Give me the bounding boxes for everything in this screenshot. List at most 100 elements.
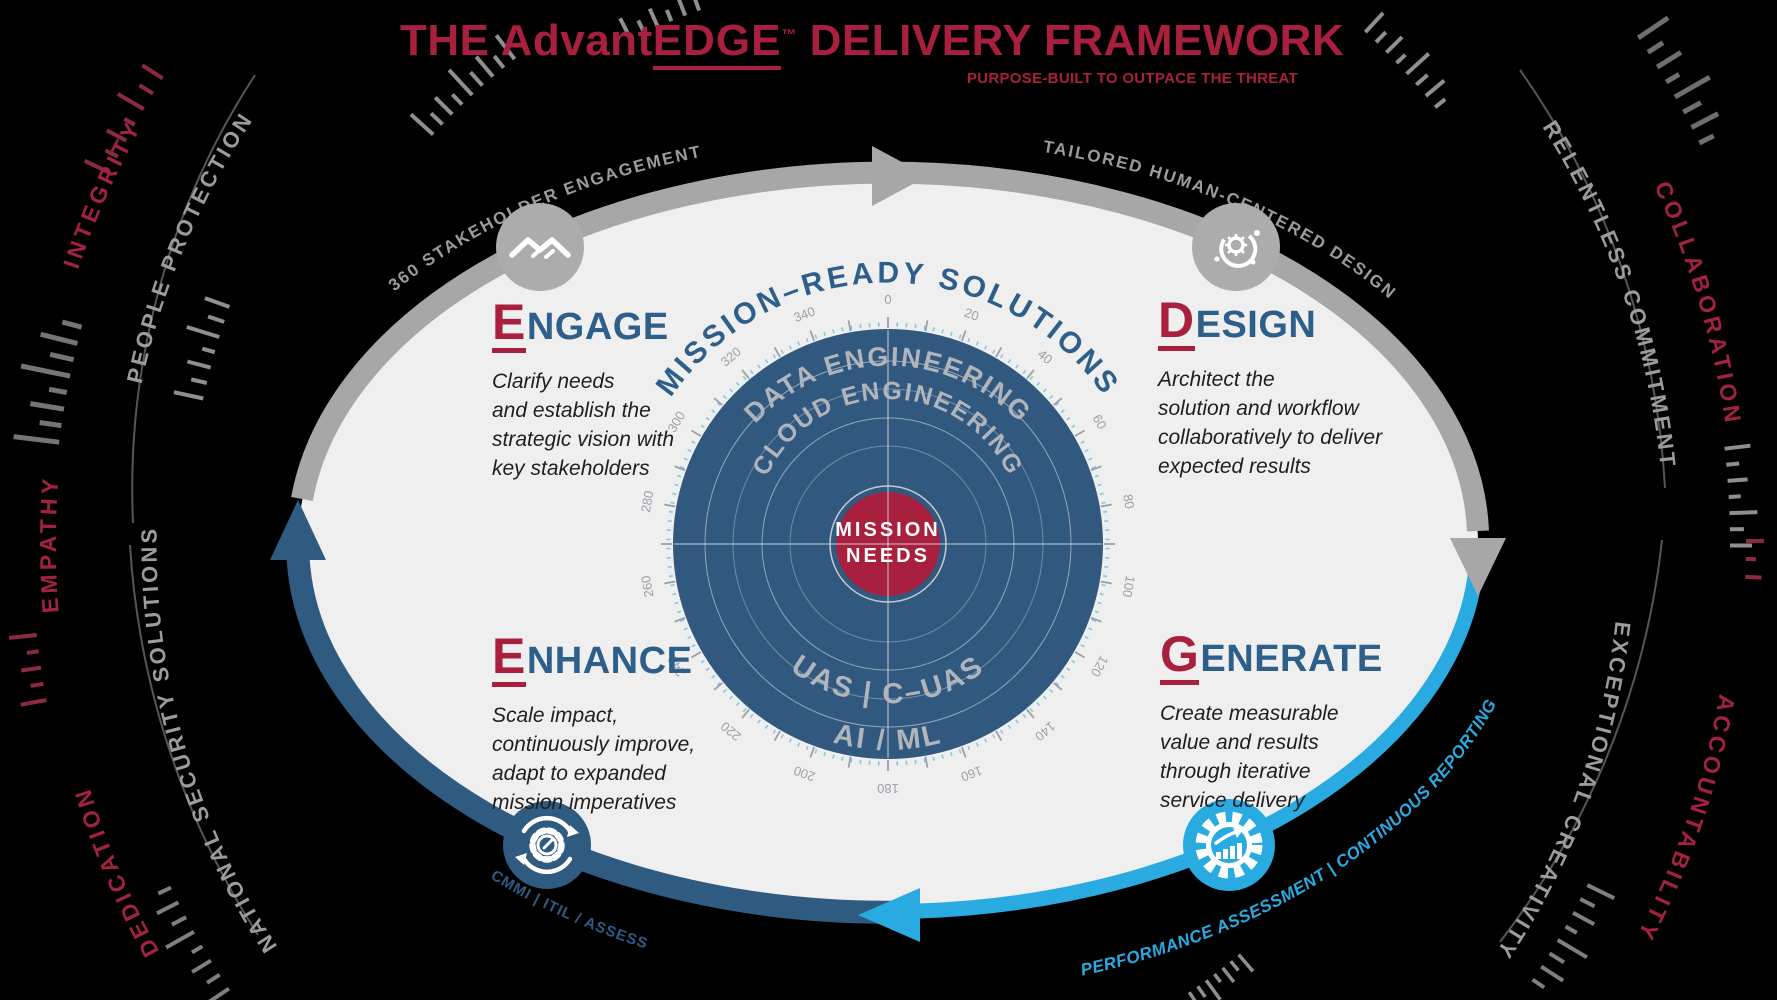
compass-minor-tick — [1084, 635, 1089, 640]
compass-minor-tick — [780, 349, 784, 354]
compass-major-tick — [1026, 369, 1035, 380]
compass-minor-tick — [716, 402, 721, 407]
compass-minor-tick — [814, 749, 818, 754]
compass-tick-ring — [661, 317, 1115, 771]
compass-minor-tick — [687, 635, 692, 640]
compass-major-tick — [664, 503, 676, 508]
compass-minor-tick — [958, 749, 962, 754]
value-empathy: EMPATHY — [35, 474, 64, 614]
handshake-icon — [496, 203, 584, 291]
compass-minor-tick — [729, 388, 734, 393]
compass-minor-tick — [1022, 369, 1027, 375]
arc-enhance — [286, 556, 910, 924]
tagline: PURPOSE-BUILT TO OUTPACE THE THREAT — [966, 70, 1298, 87]
mission-needs-label: MISSION NEEDS — [800, 517, 976, 569]
barcode-tick — [8, 633, 38, 640]
barcode-tick — [447, 68, 474, 97]
value-people-protection: PEOPLE PROTECTION — [122, 107, 258, 385]
barcode-tick — [1374, 30, 1388, 44]
thin-arc-right-upper — [1519, 69, 1666, 489]
compass-minor-tick — [683, 457, 688, 461]
compass-major-tick — [690, 429, 702, 437]
compass-minor-tick — [729, 695, 734, 700]
barcode-tick — [1196, 985, 1207, 999]
design-initial: D — [1158, 295, 1195, 351]
compass-major-tick — [961, 746, 967, 758]
barcode-tick — [190, 944, 204, 955]
arrow-bottom-icon — [858, 888, 920, 942]
compass-minor-tick — [1091, 466, 1096, 469]
human-centered-design-icon — [1192, 203, 1280, 291]
compass-minor-tick — [670, 584, 675, 587]
engage-initial: E — [492, 297, 526, 353]
compass-degree-label: 200 — [792, 763, 818, 785]
compass-minor-tick — [670, 501, 675, 504]
barcode-tick — [20, 665, 42, 673]
compass-minor-tick — [1049, 688, 1054, 693]
compass-minor-tick — [805, 337, 809, 343]
compass-minor-tick — [667, 520, 672, 523]
barcode-tick — [1187, 991, 1197, 1000]
compass-minor-tick — [674, 601, 679, 605]
compass-minor-tick — [841, 756, 844, 761]
compass-minor-tick — [832, 754, 835, 759]
barcode-tick — [190, 377, 208, 385]
barcode-tick — [40, 331, 79, 346]
compass-minor-tick — [805, 745, 809, 751]
compass-degree-label: 20 — [962, 305, 981, 324]
barcode-tick — [1579, 897, 1596, 909]
barcode-tick — [1745, 574, 1762, 580]
mission-needs-line2: NEEDS — [846, 545, 930, 567]
compass-minor-tick — [1097, 601, 1102, 605]
compass-minor-tick — [859, 759, 862, 764]
thin-arc-right-lower — [1499, 539, 1663, 943]
compass-minor-tick — [683, 627, 688, 631]
barcode-tick — [186, 359, 212, 370]
compass-major-tick — [809, 330, 815, 342]
barcode-tick — [636, 19, 647, 34]
compass-major-tick — [847, 756, 852, 768]
barcode-tick — [1636, 15, 1670, 40]
compass-minor-tick — [950, 331, 953, 337]
title-brand: EDGE — [652, 16, 782, 70]
barcode-tick — [1363, 11, 1385, 34]
compass-minor-tick — [1022, 713, 1027, 719]
barcode-tick — [116, 92, 145, 111]
compass-minor-tick — [1099, 492, 1104, 496]
compass-minor-tick — [914, 759, 917, 764]
design-heading: DESIGN — [1158, 295, 1468, 351]
compass-minor-tick — [764, 359, 769, 364]
compass-minor-tick — [1060, 409, 1065, 414]
compass-minor-tick — [1060, 674, 1065, 679]
barcode-tick — [20, 698, 47, 707]
barcode-tick — [26, 649, 39, 655]
compass-degree-label: 160 — [959, 763, 985, 785]
compass-major-tick — [1090, 465, 1102, 471]
barcode-tick — [1728, 494, 1741, 499]
barcode-tick — [1726, 461, 1740, 467]
generate-initial: G — [1160, 629, 1200, 685]
barcode-tick — [433, 95, 454, 116]
barcode-tick — [1664, 72, 1681, 85]
compass-minor-tick — [700, 659, 705, 664]
generate-rest: ENERATE — [1200, 638, 1383, 680]
compass-minor-tick — [1000, 729, 1004, 734]
barcode-tick — [1724, 443, 1751, 451]
barcode-tick — [677, 0, 688, 17]
barcode-tick — [104, 148, 119, 159]
barcode-tick — [1384, 35, 1404, 54]
compass-degree-label: 60 — [1090, 412, 1110, 432]
barcode-tick — [409, 112, 435, 136]
enhance-description: Scale impact, continuously improve, adap… — [492, 704, 696, 814]
barcode-tick — [48, 386, 68, 395]
barcode-tick — [30, 681, 44, 688]
thin-arc-left-upper — [131, 74, 256, 524]
compass-major-tick — [664, 580, 676, 585]
generate-block: GENERATE Create measurable value and res… — [1160, 629, 1470, 816]
barcode-tick — [492, 54, 506, 69]
compass-minor-tick — [742, 708, 747, 713]
performance-gear-icon — [1183, 799, 1275, 891]
trademark-symbol: ™ — [781, 26, 797, 44]
compass-minor-tick — [749, 369, 754, 375]
compass-minor-tick — [832, 329, 835, 334]
